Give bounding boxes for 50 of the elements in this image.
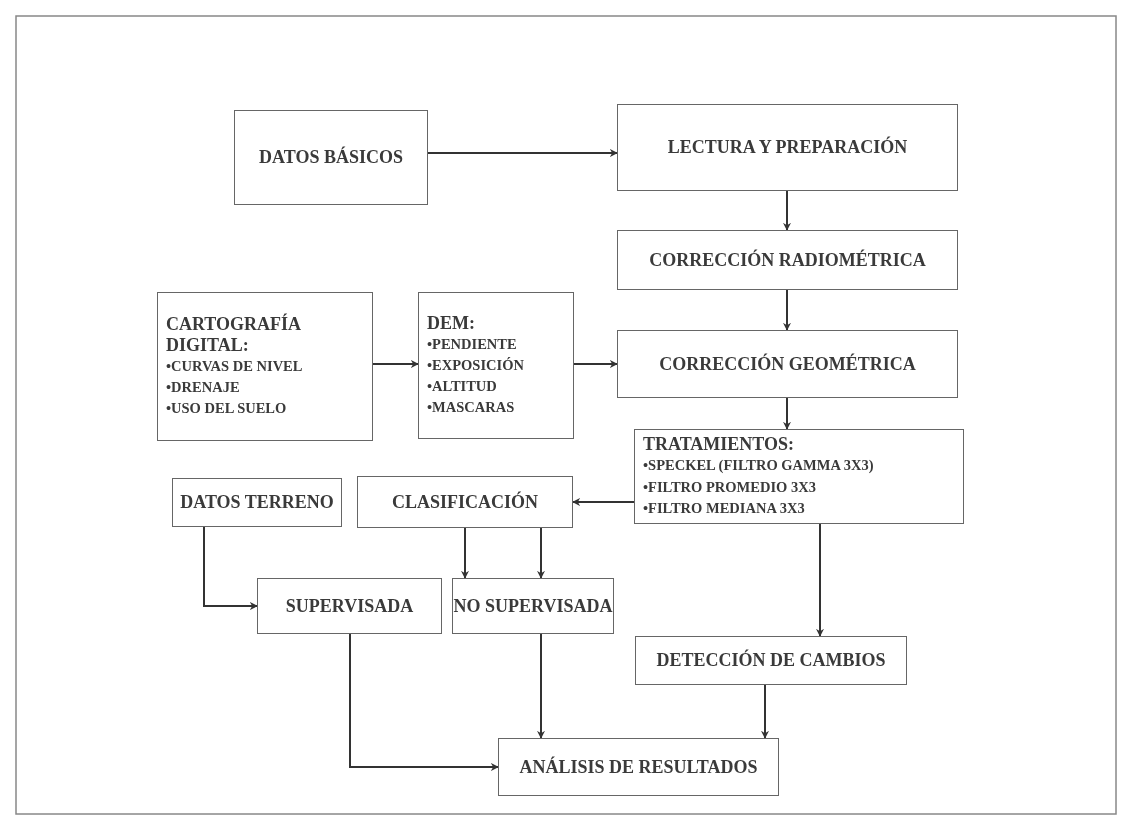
list-item: •USO DEL SUELO (166, 399, 287, 418)
box-heading: DEM: (427, 312, 475, 334)
box-label: DATOS TERRENO (180, 492, 334, 513)
list-item: •SPECKEL (FILTRO GAMMA 3X3) (643, 456, 874, 476)
process-box (452, 578, 614, 634)
list-item: •DRENAJE (166, 378, 240, 397)
list-box (157, 292, 373, 441)
box-label: SUPERVISADA (285, 595, 414, 617)
list-item: •FILTRO PROMEDIO 3X3 (643, 477, 816, 497)
arrow (761, 684, 769, 739)
list-item: •CURVAS DE NIVEL (166, 356, 303, 376)
list-item: •ALTITUD (427, 377, 497, 396)
process-box (257, 578, 442, 634)
arrow (783, 289, 791, 331)
box-label: LECTURA Y PREPARACIÓN (667, 137, 908, 158)
arrow (783, 190, 791, 231)
process-box (617, 330, 958, 398)
arrow (537, 633, 545, 739)
list-item: •FILTRO MEDIANA 3X3 (643, 498, 805, 518)
arrow (572, 498, 635, 506)
box-label: CORRECCIÓN GEOMÉTRICA (659, 353, 916, 375)
list-item: •EXPOSICIÓN (427, 356, 524, 375)
list-box (634, 429, 964, 524)
list-item: •PENDIENTE (427, 334, 517, 354)
process-box (617, 104, 958, 191)
process-box (234, 110, 428, 205)
list-item: •MASCARAS (427, 398, 515, 417)
process-box (617, 230, 958, 290)
arrow (461, 527, 469, 579)
arrow (372, 360, 419, 368)
process-box (635, 636, 907, 685)
arrow (427, 149, 618, 157)
box-label: DETECCIÓN DE CAMBIOS (656, 650, 886, 671)
box-label: NO SUPERVISADA (453, 595, 613, 617)
arrow (537, 527, 545, 579)
process-box (498, 738, 779, 796)
box-label: CLASIFICACIÓN (392, 491, 538, 513)
process-box (357, 476, 573, 528)
box-heading: CARTOGRAFÍA DIGITAL: (166, 313, 302, 356)
box-label: DATOS BÁSICOS (259, 147, 403, 168)
process-box (172, 478, 342, 527)
arrow (783, 397, 791, 430)
box-label: ANÁLISIS DE RESULTADOS (519, 756, 758, 778)
box-heading: TRATAMIENTOS: (643, 434, 795, 456)
arrow (573, 360, 618, 368)
arrow (816, 523, 824, 637)
arrow (349, 633, 499, 771)
arrow (203, 526, 258, 610)
box-label: CORRECCIÓN RADIOMÉTRICA (649, 249, 926, 271)
list-box (418, 292, 574, 439)
